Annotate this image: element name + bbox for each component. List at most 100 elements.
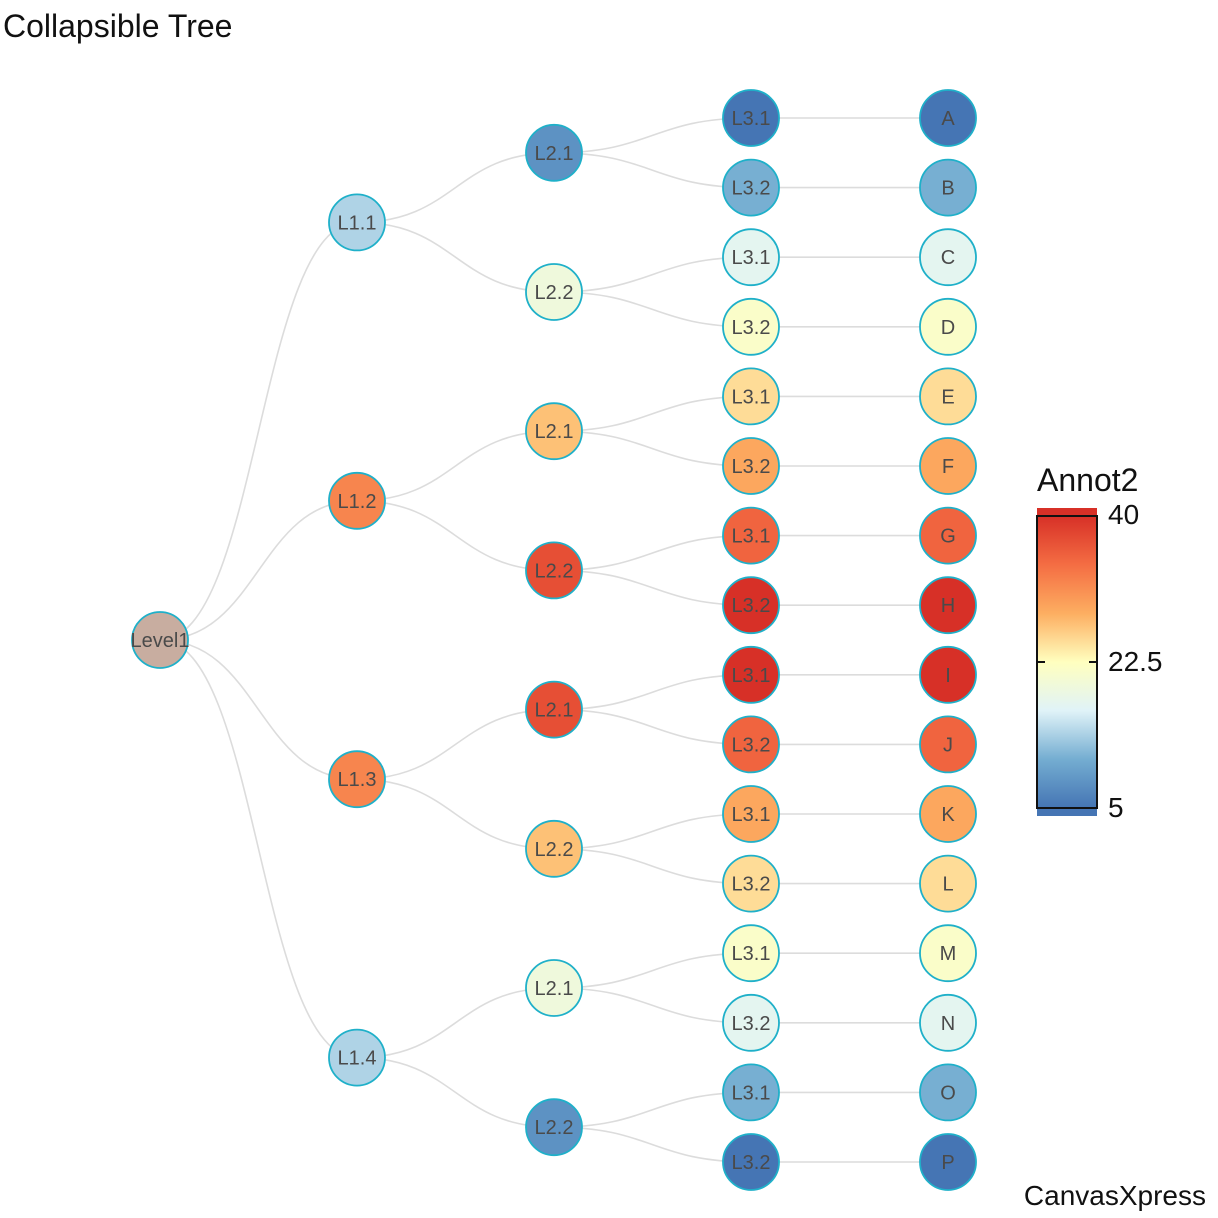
tree-node-l1-1[interactable]: L1.1: [328, 193, 386, 252]
node-circle[interactable]: [722, 228, 780, 287]
tree-node-l3-1[interactable]: L3.1: [722, 367, 780, 426]
node-circle[interactable]: [525, 402, 583, 461]
node-circle[interactable]: [919, 645, 977, 704]
tree-node-l3-2[interactable]: L3.2: [722, 993, 780, 1052]
tree-node-l1-3[interactable]: L1.3: [328, 750, 386, 809]
node-circle[interactable]: [722, 854, 780, 913]
tree-link: [553, 848, 752, 885]
node-circle[interactable]: [328, 750, 386, 809]
node-circle[interactable]: [722, 1063, 780, 1122]
tree-link: [159, 221, 358, 641]
node-circle[interactable]: [722, 367, 780, 426]
tree-node-b[interactable]: B: [919, 158, 977, 217]
tree-link: [356, 221, 555, 293]
tree-node-l3-1[interactable]: L3.1: [722, 1063, 780, 1122]
tree-node-l3-2[interactable]: L3.2: [722, 854, 780, 913]
tree-node-l2-1[interactable]: L2.1: [525, 123, 583, 182]
tree-node-l3-2[interactable]: L3.2: [722, 715, 780, 774]
tree-node-o[interactable]: O: [919, 1063, 977, 1122]
node-circle[interactable]: [525, 959, 583, 1017]
node-circle[interactable]: [722, 297, 780, 356]
node-circle[interactable]: [525, 819, 583, 878]
tree-node-h[interactable]: H: [919, 576, 977, 635]
tree-node-l[interactable]: L: [919, 854, 977, 913]
node-circle[interactable]: [525, 123, 583, 182]
tree-node-l3-2[interactable]: L3.2: [722, 437, 780, 495]
node-circle[interactable]: [722, 924, 780, 983]
node-circle[interactable]: [722, 1133, 780, 1191]
tree-node-a[interactable]: A: [919, 89, 977, 147]
tree-node-l2-1[interactable]: L2.1: [525, 959, 583, 1017]
tree-node-l3-1[interactable]: L3.1: [722, 785, 780, 843]
node-circle[interactable]: [525, 541, 583, 600]
tree-node-l2-2[interactable]: L2.2: [525, 263, 583, 321]
node-label: G: [940, 526, 956, 548]
tree-node-l3-1[interactable]: L3.1: [722, 645, 780, 704]
legend-cap-max: [1037, 508, 1097, 516]
tree-node-l3-1[interactable]: L3.1: [722, 89, 780, 147]
node-circle[interactable]: [328, 471, 386, 530]
tree-node-l1-4[interactable]: L1.4: [328, 1028, 386, 1087]
tree-node-c[interactable]: C: [919, 228, 977, 287]
tree-node-m[interactable]: M: [919, 924, 977, 983]
tree-node-l2-1[interactable]: L2.1: [525, 680, 583, 739]
tree-node-d[interactable]: D: [919, 297, 977, 356]
tree-node-l2-1[interactable]: L2.1: [525, 402, 583, 461]
tree-node-l3-1[interactable]: L3.1: [722, 506, 780, 565]
tree-node-l2-2[interactable]: L2.2: [525, 819, 583, 878]
node-label: C: [941, 247, 955, 269]
node-circle[interactable]: [525, 263, 583, 321]
node-circle[interactable]: [919, 367, 977, 426]
tree-node-l3-2[interactable]: L3.2: [722, 1133, 780, 1191]
tree-node-e[interactable]: E: [919, 367, 977, 426]
tree-node-l3-2[interactable]: L3.2: [722, 576, 780, 635]
node-circle[interactable]: [919, 437, 977, 495]
tree-node-f[interactable]: F: [919, 437, 977, 495]
tree-node-l2-2[interactable]: L2.2: [525, 541, 583, 600]
tree-node-n[interactable]: N: [919, 993, 977, 1052]
tree-link: [553, 813, 752, 850]
node-circle[interactable]: [919, 715, 977, 774]
node-circle[interactable]: [919, 576, 977, 635]
node-circle[interactable]: [722, 89, 780, 147]
tree-node-level1[interactable]: Level1: [131, 611, 190, 669]
node-circle[interactable]: [919, 993, 977, 1052]
node-circle[interactable]: [919, 1063, 977, 1122]
node-circle[interactable]: [919, 89, 977, 147]
node-circle[interactable]: [328, 193, 386, 252]
node-circle[interactable]: [919, 228, 977, 287]
node-circle[interactable]: [722, 785, 780, 843]
node-circle[interactable]: [525, 680, 583, 739]
tree-node-l3-2[interactable]: L3.2: [722, 297, 780, 356]
node-circle[interactable]: [131, 611, 189, 669]
node-circle[interactable]: [722, 715, 780, 774]
tree-node-l3-1[interactable]: L3.1: [722, 228, 780, 287]
node-circle[interactable]: [525, 1098, 583, 1157]
node-circle[interactable]: [919, 854, 977, 913]
tree-node-j[interactable]: J: [919, 715, 977, 774]
tree-node-l2-2[interactable]: L2.2: [525, 1098, 583, 1157]
tree-node-k[interactable]: K: [919, 785, 977, 843]
node-circle[interactable]: [919, 924, 977, 983]
tree-node-l3-2[interactable]: L3.2: [722, 158, 780, 217]
node-circle[interactable]: [919, 1133, 977, 1191]
tree-node-p[interactable]: P: [919, 1133, 977, 1191]
tree-link: [356, 430, 555, 502]
node-label: L3.2: [732, 874, 771, 896]
node-circle[interactable]: [722, 576, 780, 635]
node-circle[interactable]: [919, 297, 977, 356]
node-circle[interactable]: [919, 785, 977, 843]
node-circle[interactable]: [722, 506, 780, 565]
node-circle[interactable]: [919, 506, 977, 565]
node-circle[interactable]: [328, 1028, 386, 1087]
node-circle[interactable]: [919, 158, 977, 217]
node-circle[interactable]: [722, 645, 780, 704]
tree-node-g[interactable]: G: [919, 506, 977, 565]
tree-node-i[interactable]: I: [919, 645, 977, 704]
tree-link: [356, 778, 555, 850]
node-circle[interactable]: [722, 437, 780, 495]
tree-node-l1-2[interactable]: L1.2: [328, 471, 386, 530]
node-circle[interactable]: [722, 158, 780, 217]
tree-node-l3-1[interactable]: L3.1: [722, 924, 780, 983]
node-circle[interactable]: [722, 993, 780, 1052]
